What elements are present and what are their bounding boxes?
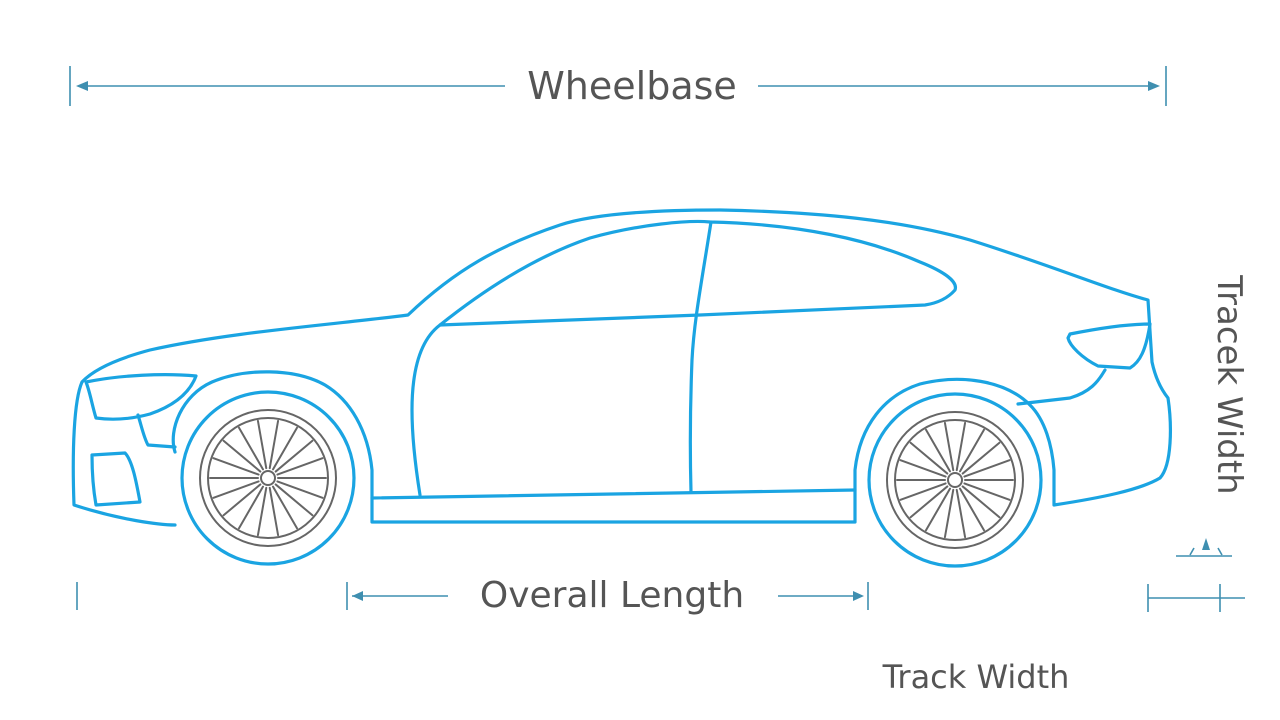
front-spokes — [209, 419, 327, 537]
wheel-spoke — [272, 426, 298, 471]
wheel-spoke — [272, 485, 298, 530]
car-body — [71, 208, 1172, 527]
wheel-spoke — [899, 482, 947, 501]
wheel-spoke — [943, 421, 955, 472]
wheel-spoke — [959, 428, 985, 473]
ground-marker-ray-right — [1217, 547, 1223, 556]
sill-line — [370, 488, 857, 500]
wheel-spoke — [212, 457, 260, 476]
wheel-spoke — [909, 485, 949, 519]
front-wheel — [180, 390, 356, 566]
wheel-spoke — [274, 439, 314, 473]
wheelbase-label: Wheelbase — [527, 64, 737, 108]
rear-hub — [947, 472, 963, 488]
rear-wheel — [867, 392, 1043, 568]
wheel-spoke — [222, 483, 262, 517]
overall-length-left-arrow — [352, 591, 363, 601]
door-divider — [688, 220, 713, 494]
front-hub — [260, 470, 276, 486]
front-bumper — [136, 413, 177, 449]
wheel-spoke — [256, 419, 268, 470]
overall-length-dimension: Overall Length — [76, 575, 869, 616]
overall-length-right-arrow — [853, 591, 864, 601]
fog-light — [90, 451, 142, 507]
front-rim-outer — [199, 409, 337, 547]
front-tire — [180, 390, 356, 566]
wheel-spoke — [955, 421, 967, 472]
wheel-spoke — [268, 486, 280, 537]
track-width-dimension: Tracek Width Track Width — [882, 274, 1249, 696]
rear-bumper-line — [1016, 368, 1107, 406]
wheel-spoke — [899, 459, 947, 478]
wheel-spoke — [276, 480, 324, 499]
wheel-spoke — [925, 428, 951, 473]
wheel-spoke — [961, 441, 1001, 475]
wheel-spoke — [955, 488, 967, 539]
wheel-spoke — [925, 487, 951, 532]
wheelbase-left-arrow — [76, 81, 88, 91]
wheel-spoke — [274, 483, 314, 517]
tail-light — [1066, 322, 1152, 370]
wheel-spoke — [963, 482, 1011, 501]
wheel-spoke — [238, 426, 264, 471]
wheel-spoke — [943, 488, 955, 539]
wheel-spoke — [909, 441, 949, 475]
rear-rim-outer — [886, 411, 1024, 549]
headlight — [84, 373, 198, 421]
wheel-spoke — [961, 485, 1001, 519]
wheel-spoke — [963, 459, 1011, 478]
front-door-edge — [410, 323, 442, 497]
wheelbase-dimension: Wheelbase — [69, 64, 1167, 108]
wheel-spoke — [238, 485, 264, 530]
wheel-spoke — [212, 480, 260, 499]
wheel-spoke — [256, 486, 268, 537]
wheel-spoke — [959, 487, 985, 532]
wheel-spoke — [276, 457, 324, 476]
wheel-spoke — [222, 439, 262, 473]
wheel-spoke — [268, 419, 280, 470]
overall-length-label: Overall Length — [480, 575, 744, 616]
track-width-bottom-label: Track Width — [882, 658, 1070, 696]
front-rim-inner — [207, 417, 329, 539]
track-width-vertical-label: Tracek Width — [1209, 274, 1249, 494]
rear-rim-inner — [894, 419, 1016, 541]
window-line — [438, 219, 957, 327]
ground-marker-arrow — [1202, 538, 1210, 550]
rear-tire — [867, 392, 1043, 568]
ground-marker-ray-left — [1189, 547, 1195, 556]
rear-spokes — [896, 421, 1014, 539]
car-silhouette — [71, 208, 1172, 527]
wheelbase-right-arrow — [1148, 81, 1160, 91]
